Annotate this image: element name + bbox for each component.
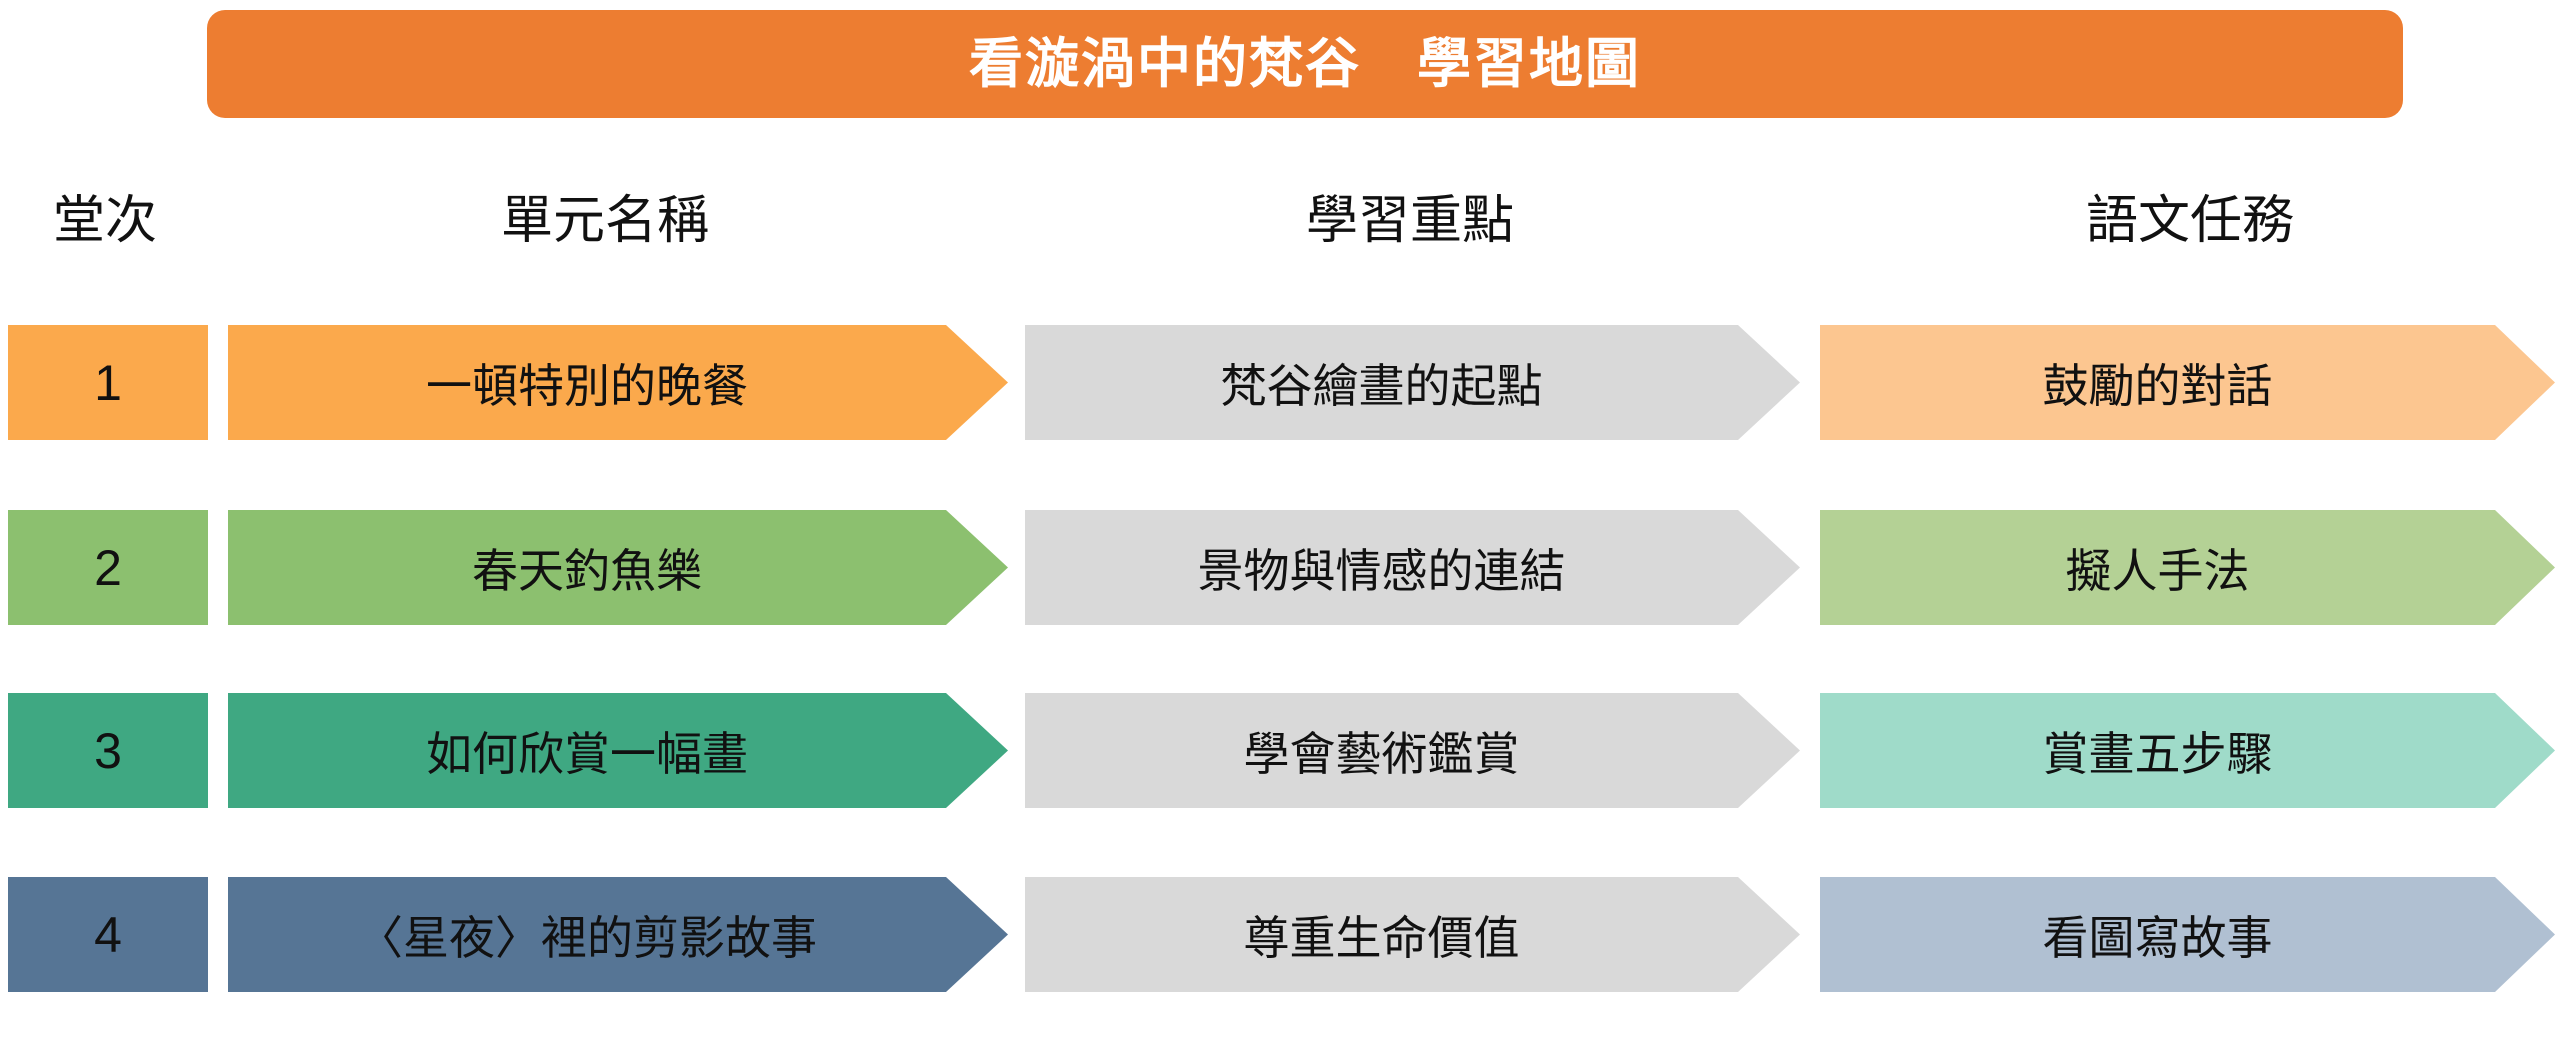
- column-header-session: 堂次: [52, 191, 157, 250]
- column-header-row: 堂次 單元名稱 學習重點 語文任務: [0, 155, 2560, 275]
- column-header-unit: 單元名稱: [500, 191, 709, 250]
- unit-chevron: 〈星夜〉裡的剪影故事: [228, 877, 1008, 992]
- focus-chevron: 景物與情感的連結: [1025, 510, 1800, 625]
- title-banner: 看漩渦中的梵谷 學習地圖: [207, 10, 2403, 118]
- session-number-cell: 4: [8, 877, 208, 992]
- focus-chevron: 學會藝術鑑賞: [1025, 693, 1800, 808]
- table-row: 3 如何欣賞一幅畫 學會藝術鑑賞 賞畫五步驟: [0, 693, 2560, 808]
- unit-chevron: 如何欣賞一幅畫: [228, 693, 1008, 808]
- unit-chevron: 一頓特別的晚餐: [228, 325, 1008, 440]
- unit-chevron: 春天釣魚樂: [228, 510, 1008, 625]
- task-chevron: 鼓勵的對話: [1820, 325, 2555, 440]
- column-header-focus: 學習重點: [1305, 191, 1514, 250]
- table-row: 1 一頓特別的晚餐 梵谷繪畫的起點 鼓勵的對話: [0, 325, 2560, 440]
- task-chevron: 賞畫五步驟: [1820, 693, 2555, 808]
- column-header-task: 語文任務: [2085, 191, 2294, 250]
- focus-chevron: 尊重生命價值: [1025, 877, 1800, 992]
- focus-chevron: 梵谷繪畫的起點: [1025, 325, 1800, 440]
- session-number-cell: 3: [8, 693, 208, 808]
- table-row: 2 春天釣魚樂 景物與情感的連結 擬人手法: [0, 510, 2560, 625]
- session-number-cell: 1: [8, 325, 208, 440]
- page-title: 看漩渦中的梵谷 學習地圖: [969, 34, 1641, 94]
- session-number-cell: 2: [8, 510, 208, 625]
- table-row: 4 〈星夜〉裡的剪影故事 尊重生命價值 看圖寫故事: [0, 877, 2560, 992]
- task-chevron: 看圖寫故事: [1820, 877, 2555, 992]
- task-chevron: 擬人手法: [1820, 510, 2555, 625]
